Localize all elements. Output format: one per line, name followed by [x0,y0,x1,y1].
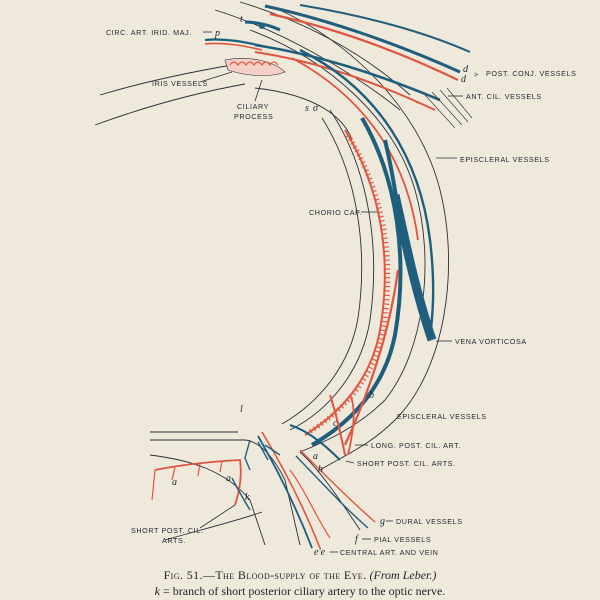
label-dural-vessels: DURAL VESSELS [396,517,463,526]
lens-curve [254,87,353,141]
retina-outline [289,109,374,431]
letter-d-top: d [463,64,469,75]
label-ciliary-process-line1: CILIARY [237,102,269,111]
letter-s: s [305,103,309,114]
leader-ciliary-process [254,79,263,102]
label-short-post-cil-left-line2: ARTS. [162,536,186,545]
post-conj-vein [264,4,461,74]
choroid-artery-band [304,129,386,436]
bracket-post-conj: > [474,70,479,79]
letter-p: p [214,28,220,39]
ant-cil-vein [254,43,441,102]
optic-nerve-lower [164,511,263,541]
label-ant-cil: ANT. CIL. VESSELS [466,92,542,101]
short-post-cil-art-1 [329,394,346,456]
label-short-post-cil-right: SHORT POST. CIL. ARTS. [357,459,456,468]
sclera-outer-outline [274,7,449,471]
choroid-vein-band [310,116,403,447]
label-episcleral-top: EPISCLERAL VESSELS [460,155,550,164]
pial-vessels [289,469,331,539]
letter-c: c [333,418,338,429]
letter-a-mid: a [226,473,231,484]
leader-short-post-cil-left [199,504,236,529]
letter-g: g [380,516,385,527]
caption-key-text: = branch of short posterior ciliary arte… [159,584,446,598]
chorio-capillaris [304,116,403,447]
caption-source: (From Leber.) [369,568,437,582]
ciliary-process-shape [224,58,286,76]
tissue-outlines [94,1,449,546]
vena-vorticosa [390,194,437,342]
letter-k: k [245,492,250,503]
dural-vein [295,455,369,529]
cornea-outline-2 [214,9,401,111]
label-central-art-vein: CENTRAL ART. AND VEIN [340,548,438,557]
caption-line-1: Fig. 51.—The Blood-supply of the Eye. (F… [0,568,600,583]
label-vena-vorticosa: VENA VORTICOSA [455,337,527,346]
central-vein [257,435,313,549]
post-conj-artery [269,12,459,81]
capillary-ladder [306,133,391,436]
a-branch-blue [231,477,251,511]
label-chorio-cap: CHORIO CAP. [309,208,362,217]
label-iris-vessels: IRIS VESSELS [152,79,208,88]
k-branch-vessels [244,439,281,471]
letter-sigma: σ [313,103,319,114]
retina-inner-outline [281,117,363,425]
ant-cil-fan [424,87,473,129]
central-artery [261,431,321,549]
letter-d-bottom: d [461,74,467,85]
leader-iris-vessels [199,71,233,83]
ant-cil-artery [254,51,436,111]
vena-vorticosa-branch [383,139,400,211]
episcleral-artery [291,57,419,241]
dural-vessels [299,449,376,523]
label-ciliary-process-line2: PROCESS [234,112,273,121]
a-branch-left-2 [151,460,223,501]
episcleral-vein [299,48,435,339]
label-short-post-cil-left-line1: SHORT POST. CIL. [131,526,203,535]
letter-e: e'e [314,547,326,558]
label-episcleral-bottom: EPISCLERAL VESSELS [397,412,487,421]
label-post-conj: POST. CONJ. VESSELS [486,69,577,78]
caption-fig-label: Fig. 51.—The Blood-supply of the Eye. [163,568,367,582]
label-long-post-cil: LONG. POST. CIL. ART. [371,441,461,450]
short-post-cil-vein [289,424,341,461]
letter-f: f [355,534,359,545]
letter-h: h [318,464,323,475]
label-circ-art: CIRC. ART. IRID. MAJ. [106,28,192,37]
letter-a-left: a [172,477,177,488]
iris-loops [229,61,279,67]
letter-t: t [240,14,243,25]
leader-short-post-cil-right [345,460,355,464]
labels: CIRC. ART. IRID. MAJ. IRIS VESSELS CILIA… [106,28,577,557]
short-post-cil-art-2 [347,394,355,456]
sclera-inner-outline [249,29,426,453]
letter-markers: t p s σ d d > l a a a k h b c g f e'e [172,14,479,558]
letter-a-right: a [313,451,318,462]
cornea-outline [239,1,411,96]
caption-line-2: k = branch of short posterior ciliary ar… [0,584,600,599]
lens-edge-2 [94,83,246,126]
conj-vein-2 [299,4,471,53]
letter-l: l [240,404,243,415]
label-pial-vessels: PIAL VESSELS [374,535,431,544]
circ-art-dot [259,23,265,29]
optic-nerve-sheath-bottom [149,454,266,546]
optic-nerve-right [299,451,361,531]
figure-caption: Fig. 51.—The Blood-supply of the Eye. (F… [0,568,600,599]
letter-b: b [369,390,374,401]
caption-key-letter: k [154,584,160,598]
iris-artery-strip [204,42,263,51]
vessels [151,4,473,549]
